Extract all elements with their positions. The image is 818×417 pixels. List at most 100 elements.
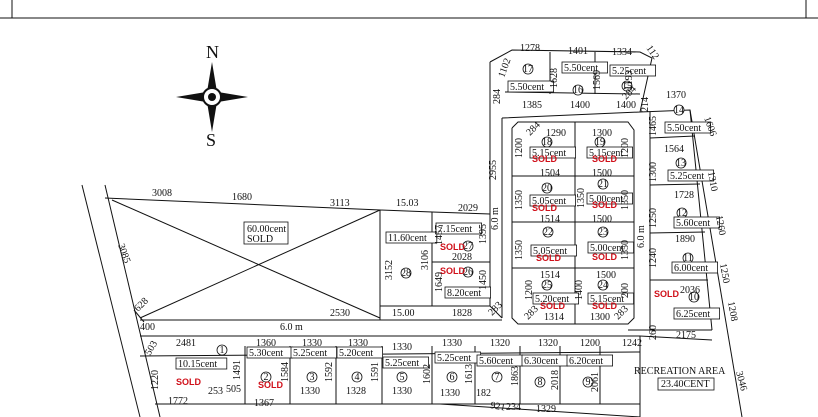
plot-area-box <box>530 244 577 257</box>
plot-number: 16 <box>573 85 583 96</box>
plot-area-box <box>609 64 656 77</box>
dimension-label: 1628 <box>549 68 560 88</box>
plot-number-circle <box>400 267 412 279</box>
plot-number: 3 <box>310 372 315 383</box>
dimension-label: 1350 <box>620 190 631 210</box>
dimension-label: 1602 <box>422 364 433 384</box>
plot-area: 5.15cent <box>532 148 566 159</box>
plot-area: 6.30cent <box>524 356 558 367</box>
big-plot-box <box>243 221 289 245</box>
dimension-label: 1514 <box>540 270 560 281</box>
plot-14: 145.50cent <box>664 104 711 134</box>
dimension-label: 2530 <box>330 308 350 319</box>
plot-number: 6 <box>450 372 455 383</box>
dimension-label: 1330 <box>442 338 462 349</box>
dimension-label: 1278 <box>520 43 540 54</box>
plot-area-box <box>566 354 613 367</box>
plot-number-circle <box>572 84 584 96</box>
dimension-label: 1329 <box>536 404 556 415</box>
dimension-label: 1649 <box>434 272 445 292</box>
plot-sold-badge: SOLD <box>592 200 618 210</box>
dimension-label: 1592 <box>324 362 335 382</box>
dimension-label: 15.00 <box>392 308 415 319</box>
plot-area: 5.25cent <box>385 358 419 369</box>
plot-sold-badge: SOLD <box>258 380 284 390</box>
dimension-label: 921 <box>489 400 506 413</box>
dimension-label: 214 <box>640 97 651 112</box>
dimension-label: 284 <box>492 89 503 104</box>
plot-number: 20 <box>542 183 552 194</box>
dimension-label: 1300 <box>592 128 612 139</box>
plot-area: 11.60cent <box>388 233 427 244</box>
plot-sold-badge: SOLD <box>536 253 562 263</box>
plot-number-circle <box>597 178 609 190</box>
dimension-label: 1450 <box>478 270 489 290</box>
plot-area: 5.25cent <box>293 348 327 359</box>
plot-area: 6.20cent <box>569 356 603 367</box>
dimension-label: 1334 <box>612 47 632 58</box>
dimension-label: 1200 <box>620 138 631 158</box>
dimension-label: 1591 <box>370 362 381 382</box>
dimension-label: 2175 <box>676 330 696 341</box>
plot-number: 12 <box>677 208 687 219</box>
dimension-label: 234 <box>506 402 521 413</box>
dimension-label: 1491 <box>232 360 243 380</box>
dimension-label: 1314 <box>544 312 564 323</box>
dimension-label: 2061 <box>590 372 601 392</box>
plot-area-box <box>586 146 633 159</box>
dimension-label: 3085 <box>115 242 132 265</box>
recreation-area-box <box>657 377 715 391</box>
dimension-label: 1300 <box>648 162 659 182</box>
plot-number: 14 <box>674 105 684 116</box>
plot-sold-badge: SOLD <box>440 266 466 276</box>
dimension-label: 1400 <box>570 100 590 111</box>
plot-12: 125.60cent <box>673 207 720 229</box>
plot-sold-badge: SOLD <box>532 154 558 164</box>
plot-area: 5.60cent <box>676 218 710 229</box>
plot-area-box <box>507 80 554 93</box>
plot-number: 19 <box>595 137 605 148</box>
plot-number-circle <box>462 240 474 252</box>
plot-area-box <box>529 146 576 159</box>
dimension-label: 1504 <box>540 168 560 179</box>
plot-area-box <box>435 222 482 235</box>
plot-area: 8.20cent <box>447 288 481 299</box>
dimension-label: 1772 <box>168 396 188 407</box>
plot-number-circle <box>396 371 408 383</box>
dimension-label: 1320 <box>538 338 558 349</box>
plot-number: 17 <box>523 64 533 75</box>
plot-number: 1 <box>220 345 225 356</box>
dimension-label: 3113 <box>330 198 350 209</box>
plot-area: 5.00cent <box>590 243 624 254</box>
plot-number: 8 <box>538 377 543 388</box>
plot-9: 96.20cent <box>566 354 613 388</box>
plot-area-box <box>667 169 714 182</box>
dimension-label: 1613 <box>464 364 475 384</box>
dimension-label: 3046 <box>733 370 749 392</box>
dimension-label: 1350 <box>514 240 525 260</box>
big-plot-area: 60.00cent <box>247 224 286 235</box>
plot-number-circle <box>582 376 594 388</box>
plot-sold-badge: SOLD <box>176 377 202 387</box>
dimension-label: 400 <box>140 322 155 333</box>
plot-11: 116.00cent <box>671 252 718 274</box>
plot-area-box <box>336 346 383 359</box>
dimension-label: 1500 <box>592 168 612 179</box>
dimension-label: 15.03 <box>396 198 419 209</box>
plot-area-box <box>561 61 608 74</box>
dimension-label: 1564 <box>664 144 684 155</box>
plot-area-box <box>664 121 711 134</box>
plot-number-circle <box>597 279 609 291</box>
dimension-label: 1330 <box>440 388 460 399</box>
dimension-label: 1250 <box>648 208 659 228</box>
